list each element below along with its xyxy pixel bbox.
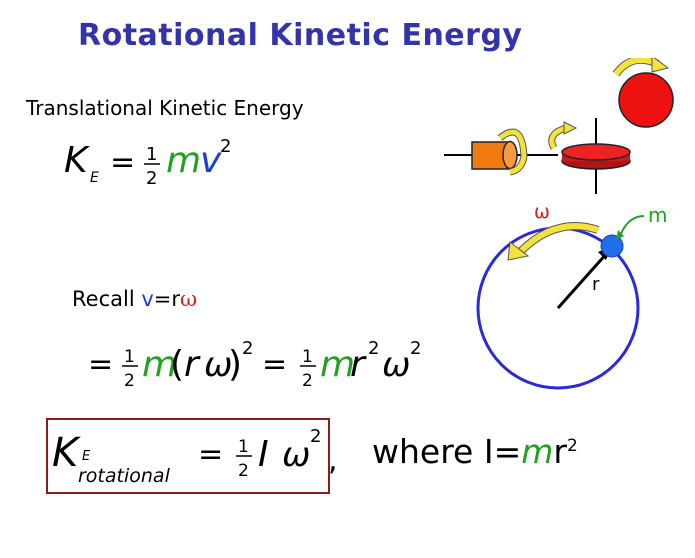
slide-title: Rotational Kinetic Energy: [78, 18, 523, 53]
frac-denominator-2: 2: [302, 371, 313, 391]
where-text: where I=: [372, 432, 522, 471]
sphere-arrowhead-icon: [651, 58, 670, 73]
exponent: 2: [220, 136, 231, 157]
disk-top: [561, 143, 631, 161]
k-symbol: K: [64, 140, 90, 181]
equals-sign: =: [88, 347, 113, 382]
frac-numerator: 1: [146, 144, 157, 165]
where-clause: where I=mr2: [372, 432, 578, 471]
mass-pointer: [619, 215, 645, 237]
recall-omega: ω: [180, 287, 198, 311]
omega-arrow-icon: [517, 223, 599, 255]
velocity-symbol: v: [200, 140, 222, 181]
radius-exponent: 2: [368, 338, 379, 359]
frac-numerator: 1: [124, 347, 135, 367]
cylinder-arrow-icon: [498, 129, 527, 175]
frac-denominator: 2: [238, 461, 249, 481]
translational-formula: K E = 1 2 m v 2: [64, 136, 231, 189]
cylinder-face: [502, 140, 518, 170]
omega-label: ω: [534, 201, 550, 223]
disk-arrowhead-icon: [563, 121, 578, 135]
equals-sign-2: =: [262, 347, 287, 382]
recall-v: v: [141, 287, 154, 311]
k-symbol: K: [52, 430, 81, 476]
omega-symbol-2: ω: [382, 345, 410, 385]
equals-sign: =: [198, 437, 223, 472]
inertia-symbol: I: [258, 434, 269, 475]
k-subscript: E: [90, 170, 99, 186]
radius-line: [556, 251, 610, 309]
exponent: 2: [310, 426, 321, 447]
mass-label: m: [648, 203, 667, 227]
mass-symbol-2: m: [320, 344, 355, 385]
recall-eq: =r: [153, 287, 180, 311]
omega-arrowhead-icon: [507, 241, 530, 261]
exponent: 2: [242, 338, 253, 359]
omega-symbol: ω: [204, 345, 232, 385]
result-box: [46, 418, 330, 494]
where-exponent: 2: [566, 436, 578, 456]
mass-symbol: m: [166, 140, 201, 181]
omega-exponent: 2: [410, 338, 421, 359]
where-r: r: [553, 432, 567, 471]
frac-denominator: 2: [146, 168, 157, 189]
red-sphere: [618, 72, 674, 128]
radius-label: r: [592, 274, 600, 295]
substitution-formula: = 1 2 m ( r ω ) 2 = 1 2 m r 2 ω 2: [88, 338, 421, 391]
mass-pointer-head-icon: [616, 230, 624, 240]
frac-denominator: 2: [124, 371, 135, 391]
omega-symbol: ω: [282, 435, 310, 475]
comma: ,: [328, 443, 338, 478]
k-subscript: E: [82, 449, 91, 464]
k-subscript-rotational: rotational: [78, 465, 171, 487]
left-paren: (: [170, 344, 184, 385]
rotational-formula: K E rotational = 1 2 I ω 2 ,: [52, 426, 338, 487]
radius-symbol-2: r: [350, 344, 367, 385]
frac-numerator-2: 1: [302, 347, 313, 367]
translational-label: Translational Kinetic Energy: [26, 96, 304, 120]
radius-symbol: r: [184, 344, 201, 385]
equals-sign: =: [110, 145, 135, 180]
rotating-objects-illustration: [444, 58, 674, 194]
frac-numerator: 1: [238, 437, 249, 457]
mass-symbol: m: [142, 344, 177, 385]
disk-arrow-icon: [549, 125, 567, 150]
mass-point: [600, 234, 624, 258]
recall-prefix: Recall: [72, 287, 142, 311]
right-paren: ): [228, 344, 242, 385]
where-m: m: [521, 432, 554, 471]
recall-line: Recall v=rω: [72, 287, 197, 311]
circular-motion-diagram: ω m r: [476, 201, 667, 390]
